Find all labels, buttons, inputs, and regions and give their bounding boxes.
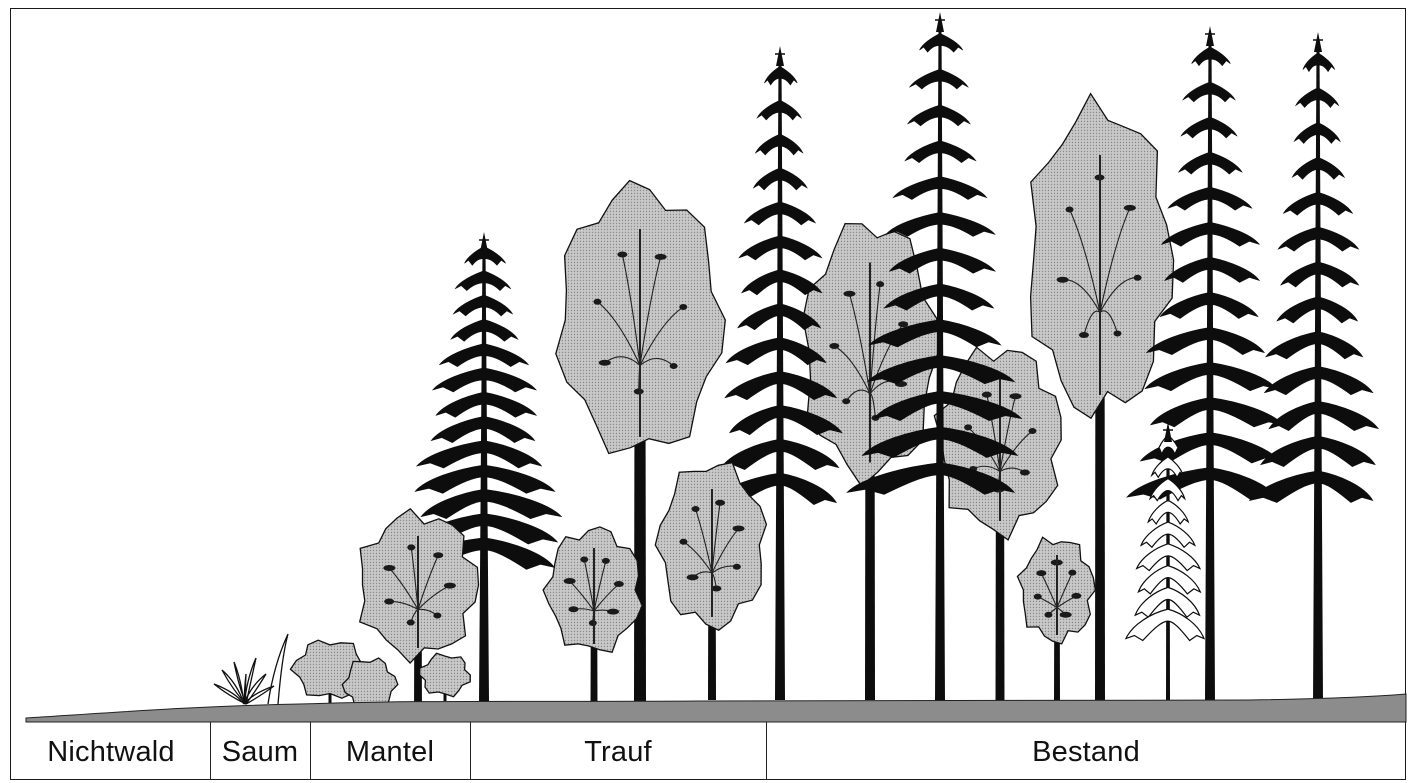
conifer-tree-icon (1250, 32, 1379, 704)
ground-strip (26, 694, 1406, 722)
zone-label-saum: Saum (210, 724, 310, 780)
young-conifer-icon (1126, 422, 1204, 700)
zone-label-nichtwald: Nichtwald (12, 724, 210, 780)
deciduous-tree-icon (1017, 537, 1095, 704)
grass-tuft-icon (214, 634, 288, 704)
deciduous-tree-icon (543, 527, 642, 710)
zone-label-trauf: Trauf (470, 724, 766, 780)
zone-label-mantel: Mantel (310, 724, 470, 780)
shrub-icon (420, 653, 471, 701)
deciduous-tree-icon (655, 463, 766, 700)
zone-label-bestand: Bestand (766, 724, 1406, 780)
